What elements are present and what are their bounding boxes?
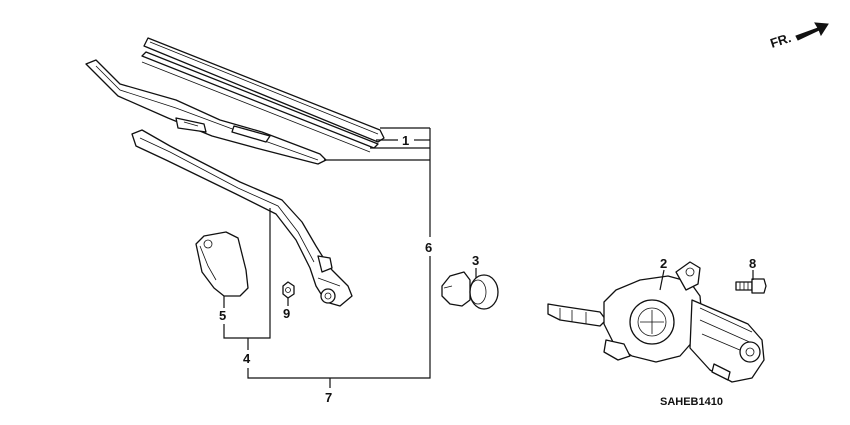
callout-5: 5 [219,308,226,323]
diagram-code: SAHEB1410 [660,396,723,408]
wiper-motor [547,261,765,383]
flange-nut [282,281,295,299]
front-arrow-icon [795,22,829,41]
callout-6: 6 [425,240,432,255]
callout-1: 1 [402,133,409,148]
mounting-bolt [735,278,767,294]
callout-9: 9 [283,306,290,321]
callout-8: 8 [749,256,756,271]
front-direction-indicator: FR. [768,22,829,51]
arm-cap [195,231,249,297]
wiper-arm [131,129,353,307]
callout-7: 7 [325,390,332,405]
callout-labels: 1 2 3 4 5 6 7 8 9 [219,133,756,405]
grommet [441,271,499,310]
leader-lines [223,127,754,388]
direction-label: FR. [768,30,793,51]
wiper-blade-assembly [85,59,327,165]
callout-2: 2 [660,256,667,271]
callout-4: 4 [243,351,251,366]
callout-3: 3 [472,253,479,268]
